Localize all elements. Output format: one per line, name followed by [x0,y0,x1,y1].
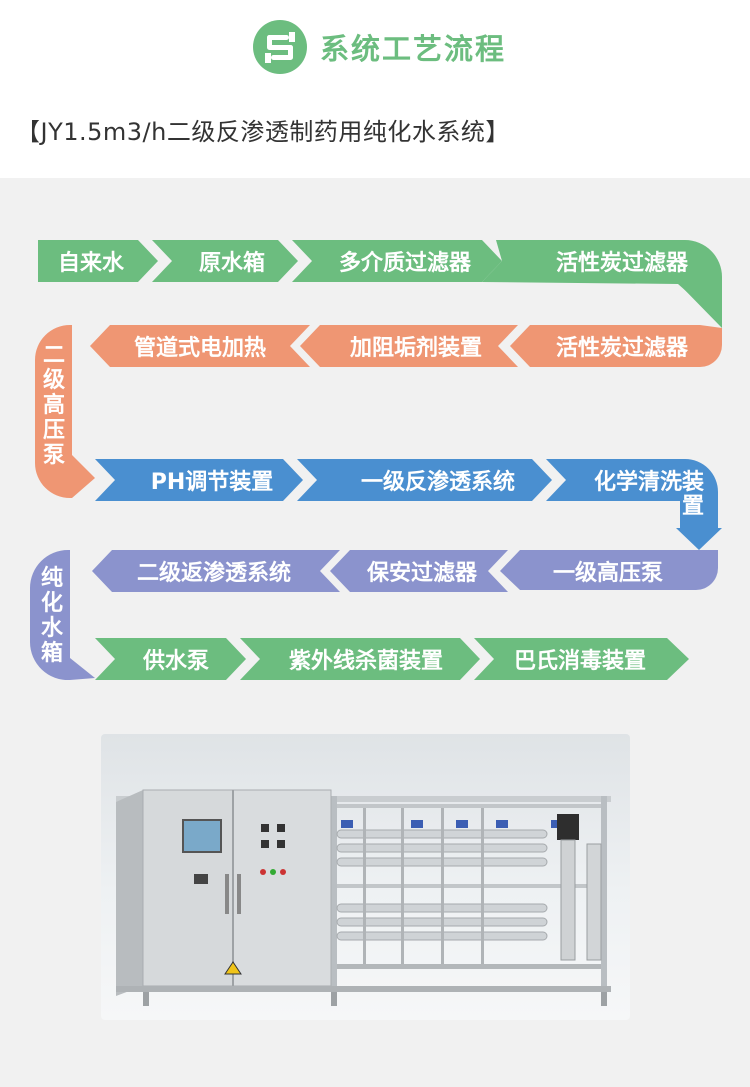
flow-step-label: 化学清洗装置 [594,469,704,519]
flow-step-label: 活性炭过滤器 [556,335,689,361]
flow-step-label: 一级反渗透系统 [361,469,515,495]
flow-row-5: 供水泵 紫外线杀菌装置 巴氏消毒装置 [95,638,689,680]
flow-step-arrow [240,638,480,680]
flow-step-arrow [510,325,722,367]
flow-step-label: 活性炭过滤器 [556,250,689,276]
flow-step-arrow [292,240,502,282]
flow-icon [253,20,307,74]
flow-step-label: 管道式电加热 [134,335,266,361]
flow-step-label: 紫外线杀菌装置 [289,648,443,674]
flow-turn-label: 纯化水箱 [41,565,64,666]
flow-step-arrow [38,240,158,282]
flow-step-arrow [90,325,310,367]
ro-equipment-illustration [116,789,611,1006]
flow-step-label: 供水泵 [142,648,209,674]
flow-vertical-turn [29,550,95,681]
flow-turn-arrowhead [676,528,722,550]
flow-step-arrow [500,550,718,590]
flow-step-label: 原水箱 [199,250,265,276]
flow-row-1: 自来水 原水箱 多介质过滤器 活性炭过滤器 [38,240,722,328]
flow-step-label: 一级高压泵 [553,560,663,586]
flow-step-arrow [95,638,246,680]
flow-row-4: 一级高压泵 保安过滤器 二级返渗透系统 纯化水箱 [29,550,718,681]
flow-step-label: PH调节装置 [151,470,274,495]
flow-step-arrow [474,638,689,680]
flow-step-label: 多介质过滤器 [339,250,472,276]
flow-row-3: PH调节装置 一级反渗透系统 化学清洗装置 [95,459,722,550]
flow-step-arrow [300,325,518,367]
section-header: 系统工艺流程 [0,18,750,76]
flow-turn-arrow [482,240,722,306]
flow-row-2: 活性炭过滤器 加阻垢剂装置 管道式电加热 二级高压泵 [35,325,722,498]
flow-step-label: 二级返渗透系统 [137,560,291,586]
flow-vertical-turn [35,325,95,498]
flow-step-arrow [152,240,298,282]
flow-turn-arrow [546,459,718,528]
flow-turn-arrowhead [677,282,722,328]
flow-step-label: 加阻垢剂装置 [349,335,482,361]
flow-step-label: 自来水 [58,250,125,276]
flow-step-arrow [95,459,303,501]
page-title: 系统工艺流程 [320,32,507,66]
flow-step-label: 巴氏消毒装置 [514,648,646,674]
product-subtitle: 【JY1.5m3/h二级反渗透制药用纯化水系统】 [16,118,510,146]
flow-step-arrow [330,550,508,592]
flow-step-arrow [92,550,340,592]
flow-step-arrow [297,459,552,501]
flow-step-label: 保安过滤器 [366,560,478,586]
equipment-photo [101,734,630,1020]
flow-turn-label: 二级高压泵 [43,343,65,468]
